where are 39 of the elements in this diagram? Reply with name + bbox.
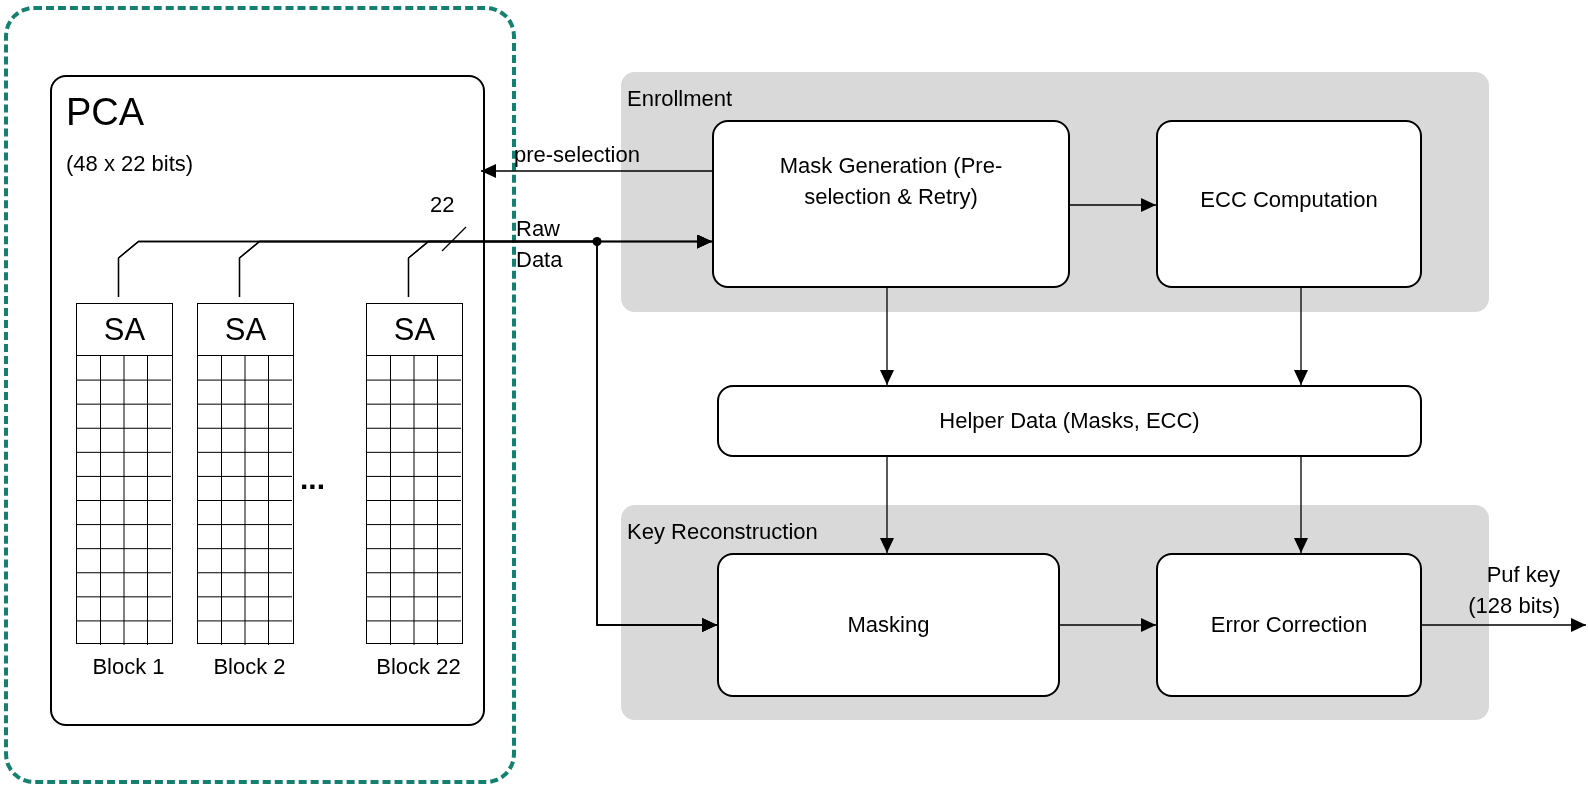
edge-label: Raw Data bbox=[516, 215, 564, 274]
process-label: Error Correction bbox=[1210, 610, 1368, 639]
process-box bbox=[717, 553, 1060, 697]
edge-label: Puf key (128 bits) bbox=[1467, 561, 1560, 620]
dashed-group-frame bbox=[4, 6, 516, 784]
arrow bbox=[1294, 287, 1308, 386]
arrow bbox=[1294, 456, 1308, 554]
ellipsis: ... bbox=[300, 462, 325, 496]
array-panel bbox=[50, 75, 485, 726]
process-box bbox=[1156, 553, 1422, 697]
block-header: SA bbox=[77, 304, 172, 356]
arrow bbox=[1069, 198, 1157, 212]
process-label: Masking bbox=[847, 610, 930, 639]
memory-block bbox=[197, 303, 294, 644]
arrow bbox=[480, 164, 713, 178]
arrow bbox=[407, 240, 718, 632]
arrow bbox=[880, 287, 894, 386]
arrow bbox=[880, 456, 894, 554]
bus-width-label: 22 bbox=[430, 192, 455, 218]
panel-subtitle: (48 x 22 bits) bbox=[66, 151, 194, 177]
arrow bbox=[1059, 618, 1157, 632]
process-box bbox=[1156, 120, 1422, 288]
memory-block bbox=[366, 303, 463, 644]
edge-label: pre-selection bbox=[514, 141, 641, 169]
block-header: SA bbox=[367, 304, 462, 356]
process-label: ECC Computation bbox=[1200, 185, 1378, 214]
block-label: Block 1 bbox=[92, 654, 165, 680]
block-label: Block 2 bbox=[213, 654, 286, 680]
panel-title: PCA bbox=[66, 91, 145, 134]
arrow bbox=[1421, 618, 1587, 632]
process-label: Helper Data (Masks, ECC) bbox=[939, 406, 1200, 435]
process-label: Mask Generation (Pre-selection & Retry) bbox=[778, 152, 1004, 211]
process-box bbox=[717, 385, 1422, 457]
memory-block bbox=[76, 303, 173, 644]
process-box bbox=[712, 120, 1070, 288]
band-title: Key Reconstruction bbox=[627, 519, 818, 545]
band-title: Enrollment bbox=[627, 86, 733, 112]
block-header: SA bbox=[198, 304, 293, 356]
block-label: Block 22 bbox=[376, 654, 461, 680]
